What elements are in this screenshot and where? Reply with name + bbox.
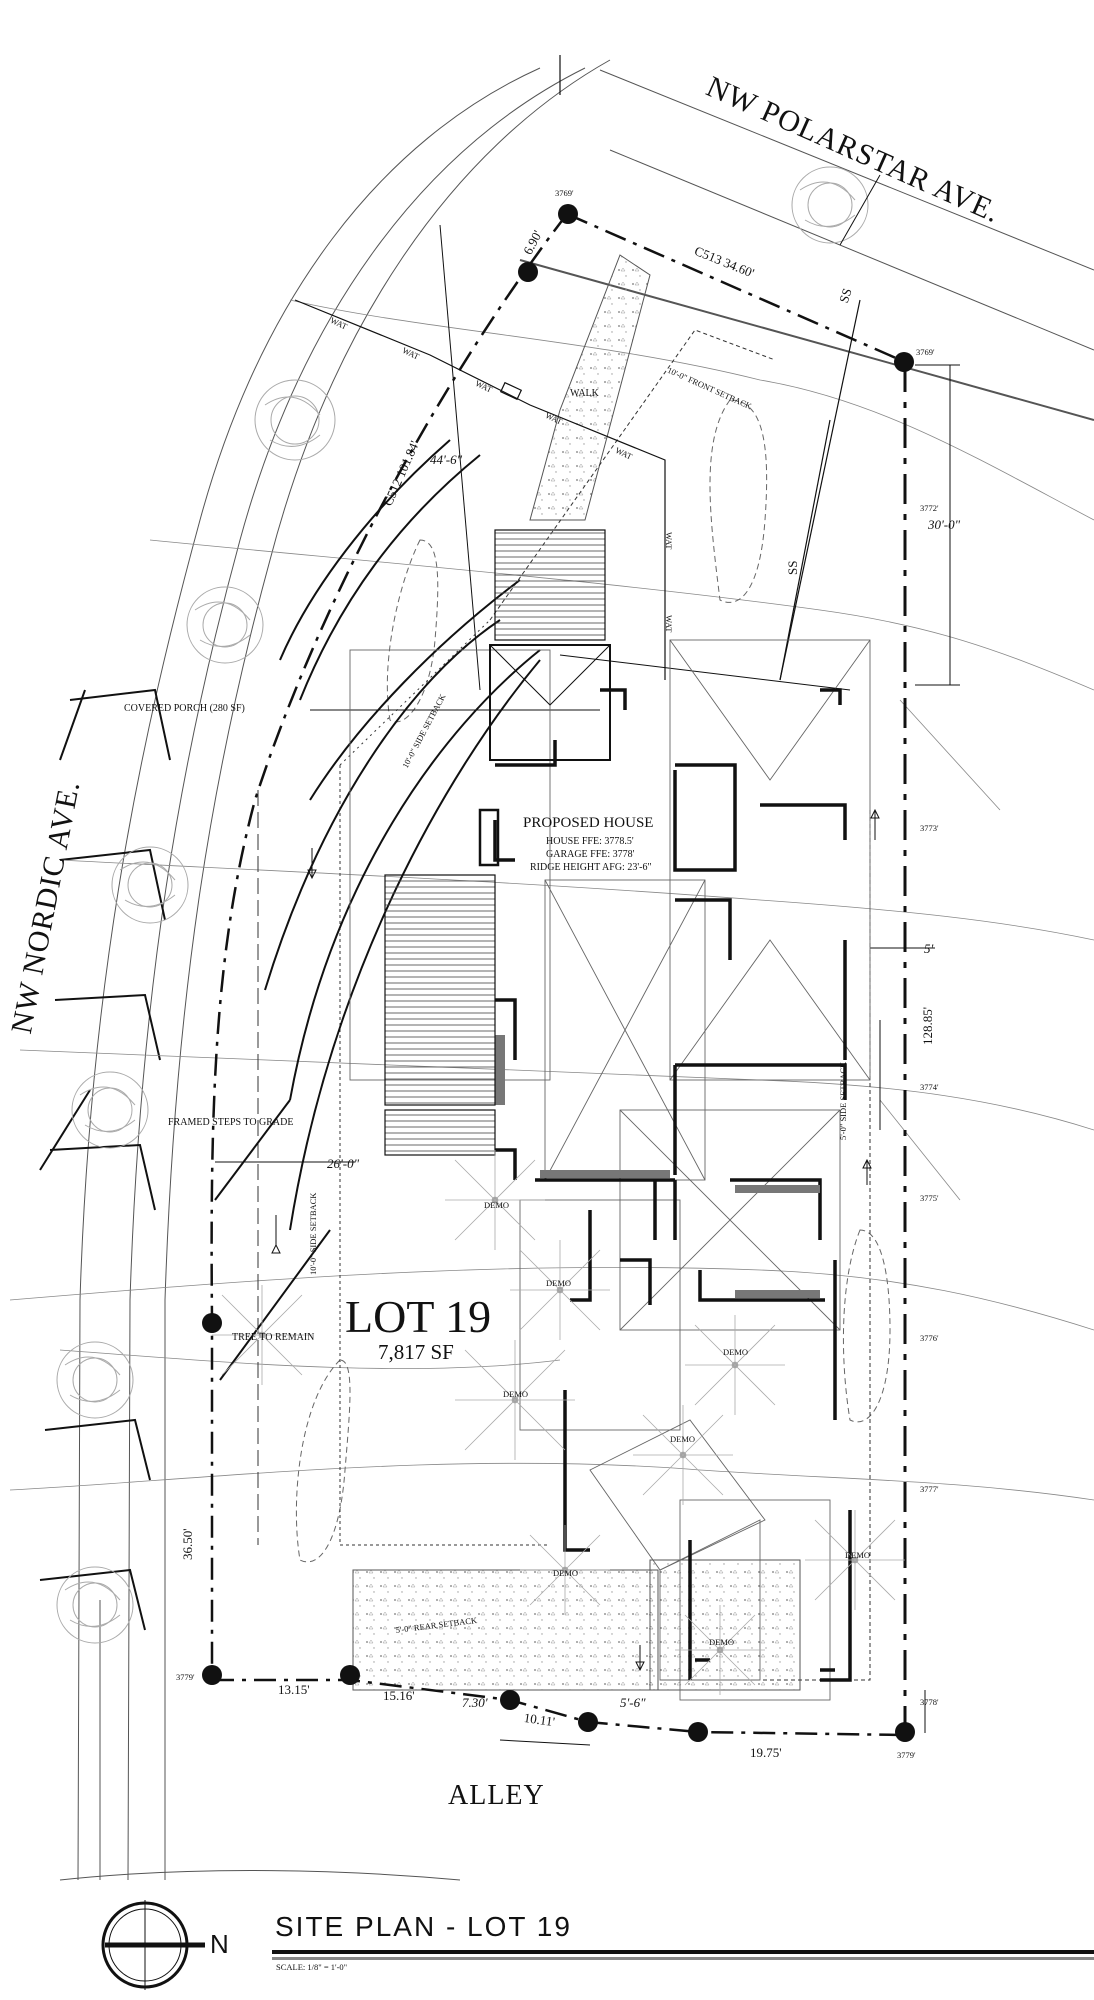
framed-steps-note: FRAMED STEPS TO GRADE	[168, 1117, 294, 1128]
demo-tree-icon	[510, 1240, 610, 1340]
demo-label: DEMO	[553, 1568, 579, 1578]
house-ffe: HOUSE FFE: 3778.5'	[546, 836, 634, 847]
demo-label: DEMO	[546, 1278, 572, 1288]
demo-label: DEMO	[484, 1200, 510, 1210]
demo-tree-icon	[445, 1150, 545, 1250]
water-line-label: WAT	[664, 615, 674, 633]
north-arrow-graphic	[101, 1900, 205, 1990]
paving	[352, 254, 801, 1691]
dim-26-0: 26'-0"	[327, 1156, 360, 1171]
demo-tree-icon	[520, 1525, 610, 1615]
tree-icon	[56, 1341, 134, 1419]
property-pin	[895, 1722, 915, 1742]
dim-7-30: 7.30'	[462, 1695, 488, 1710]
property-pin	[518, 262, 538, 282]
sewer-line-label: SS	[785, 560, 800, 575]
driveway-arcs	[214, 439, 541, 1381]
house-title: PROPOSED HOUSE	[523, 815, 654, 831]
property-pin	[558, 204, 578, 224]
side-steps	[384, 808, 500, 1156]
side-setback-w-note: 10'-0" SIDE SETBACK	[308, 1192, 318, 1275]
dim-30-0: 30'-0"	[928, 517, 961, 532]
demo-label: DEMO	[723, 1347, 749, 1357]
dim-13-15: 13.15'	[278, 1682, 310, 1697]
dim-15-16: 15.16'	[383, 1688, 415, 1703]
tree-to-remain-note: TREE TO REMAIN	[232, 1332, 315, 1343]
dimension-leaders	[215, 174, 960, 1746]
elev-3776: 3776'	[920, 1333, 939, 1343]
elev-3773: 3773'	[920, 823, 939, 833]
tree-icon	[186, 586, 264, 664]
demo-tree-icon	[633, 1405, 733, 1505]
road-edges	[59, 59, 1094, 1881]
elev-3775: 3775'	[920, 1193, 939, 1203]
elev-3777: 3777'	[920, 1484, 939, 1494]
demo-tree-icon	[675, 1605, 765, 1695]
property-pin	[202, 1665, 222, 1685]
landscape-swales	[295, 399, 891, 1563]
front-steps	[489, 529, 611, 761]
covered-porch-note: COVERED PORCH (280 SF)	[124, 703, 245, 714]
property-pin	[894, 352, 914, 372]
house-wall-fills	[495, 1035, 820, 1298]
water-line-label: WAT	[664, 532, 674, 550]
elev-3779a: 3779'	[176, 1672, 195, 1682]
north-label: N	[210, 1929, 229, 1959]
contour-lines	[9, 299, 1094, 1501]
dim-44-6: 44'-6"	[430, 452, 463, 467]
property-pin	[578, 1712, 598, 1732]
elev-3769a: 3769'	[555, 188, 574, 198]
utility-lines	[294, 55, 861, 681]
house-walls	[493, 688, 852, 1682]
sheet-title: SITE PLAN - LOT 19	[275, 1911, 572, 1942]
elev-3778: 3778'	[920, 1697, 939, 1707]
dim-128-85: 128.85'	[920, 1006, 935, 1045]
elev-3772: 3772'	[920, 503, 939, 513]
elev-3774: 3774'	[920, 1082, 939, 1092]
demo-trees	[212, 1150, 905, 1695]
property-pin	[340, 1665, 360, 1685]
title-underline	[272, 1950, 1094, 1960]
dim-5-6: 5'-6"	[620, 1695, 646, 1710]
demo-tree-icon	[805, 1510, 905, 1610]
dim-19-75: 19.75'	[750, 1745, 782, 1760]
tree-icon	[71, 1071, 149, 1149]
tree-icon	[111, 846, 189, 924]
lot-area: 7,817 SF	[378, 1340, 454, 1364]
tree-icon	[56, 1566, 134, 1644]
property-pin	[500, 1690, 520, 1710]
dim-36-50: 36.50'	[180, 1528, 195, 1560]
tree-to-remain-icon	[212, 1285, 312, 1385]
lot-name: LOT 19	[345, 1291, 492, 1342]
demo-label: DEMO	[845, 1550, 871, 1560]
tree-icon	[791, 166, 869, 244]
dim-5: 5'	[924, 941, 934, 956]
garage-ffe: GARAGE FFE: 3778'	[546, 849, 635, 860]
property-pin	[688, 1722, 708, 1742]
property-pin	[202, 1313, 222, 1333]
demo-tree-icon	[455, 1340, 575, 1460]
elev-3779b: 3779'	[897, 1750, 916, 1760]
demo-label: DEMO	[670, 1434, 696, 1444]
walk-note: WALK	[570, 388, 599, 399]
demo-label: DEMO	[503, 1389, 529, 1399]
elev-3769b: 3769'	[916, 347, 935, 357]
ridge-height: RIDGE HEIGHT AFG: 23'-6"	[530, 862, 652, 873]
demo-tree-icon	[685, 1315, 785, 1415]
street-label-alley: ALLEY	[448, 1780, 545, 1811]
tree-icon	[254, 379, 336, 461]
demo-label: DEMO	[709, 1637, 735, 1647]
property-pins	[202, 204, 915, 1742]
side-setback-e-note: 5'-0" SIDE SETBACK	[838, 1061, 848, 1140]
sheet-scale: SCALE: 1/8" = 1'-0"	[276, 1962, 348, 1972]
street-trees	[56, 166, 869, 1644]
